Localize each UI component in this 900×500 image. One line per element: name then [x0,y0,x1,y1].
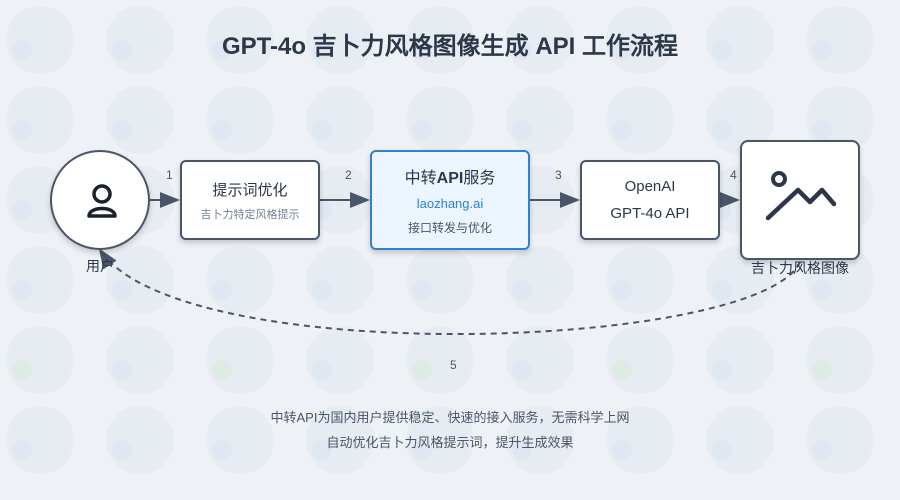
step-label-2: 2 [345,168,352,182]
relay-api-title-bold: API [436,170,464,187]
relay-api-url: laozhang.ai [416,196,484,211]
prompt-optimization-subtitle: 吉卜力特定风格提示 [200,208,300,221]
step-label-5: 5 [450,358,457,372]
footer-note-1: 中转API为国内用户提供稳定、快速的接入服务，无需科学上网 [270,410,630,425]
arrow-5-return [98,248,801,336]
prompt-optimization-node: 提示词优化 吉卜力特定风格提示 [180,160,320,240]
openai-model: GPT-4o API [610,205,690,222]
relay-api-subtitle: 接口转发与优化 [407,221,492,235]
step-label-3: 3 [555,168,562,182]
relay-api-title-prefix: 中转 [404,170,437,187]
relay-api-node: 中转API服务 laozhang.ai 接口转发与优化 [370,150,530,250]
relay-api-title: 中转API服务 [405,164,496,188]
page-title: GPT-4o 吉卜力风格图像生成 API 工作流程 [221,33,679,60]
step-label-4: 4 [730,168,737,182]
openai-node: OpenAI GPT-4o API [580,160,720,240]
image-icon [765,171,837,221]
ghibli-image-node [740,140,860,260]
openai-provider: OpenAI [624,178,676,195]
user-icon [87,184,117,218]
step-label-1: 1 [166,168,173,182]
relay-api-title-suffix: 服务 [463,170,496,187]
ghibli-image-label: 吉卜力风格图像 [751,260,849,276]
footer-note-2: 自动优化吉卜力风格提示词，提升生成效果 [326,435,574,450]
user-label: 用户 [86,258,114,274]
user-node [50,150,150,250]
prompt-optimization-title: 提示词优化 [212,181,288,199]
